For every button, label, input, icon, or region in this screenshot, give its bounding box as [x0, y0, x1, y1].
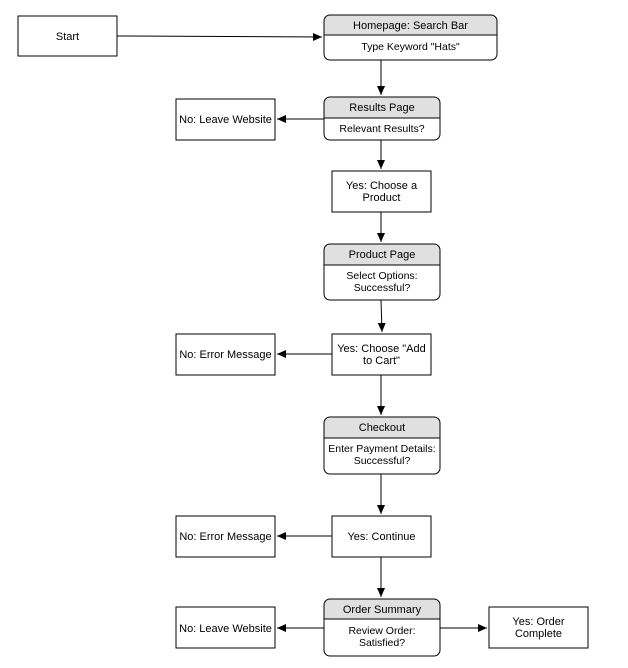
product-page-body1: Select Options: — [346, 270, 417, 282]
homepage-body: Type Keyword "Hats" — [361, 41, 460, 53]
product-page-body2: Successful? — [354, 282, 411, 294]
error-message-node-2: No: Error Message — [175, 515, 276, 558]
continue-label: Yes: Continue — [347, 531, 415, 543]
choose-product-node: Yes: Choose a Product — [331, 170, 432, 213]
product-page-node: Product Page Select Options: Successful? — [323, 243, 441, 301]
error-message-label-1: No: Error Message — [179, 349, 271, 361]
order-complete-line2: Complete — [515, 628, 562, 640]
results-body: Relevant Results? — [339, 123, 424, 135]
leave-website-label-1: No: Leave Website — [179, 114, 272, 126]
order-summary-node: Order Summary Review Order: Satisfied? — [323, 598, 441, 657]
order-summary-title: Order Summary — [343, 604, 422, 616]
homepage-title: Homepage: Search Bar — [353, 20, 468, 32]
add-to-cart-line2: to Cart" — [363, 355, 400, 367]
add-to-cart-line1: Yes: Choose "Add — [337, 343, 426, 355]
order-summary-body2: Satisfied? — [359, 637, 405, 649]
edge-start-homepage — [116, 32, 323, 41]
leave-website-node-2: No: Leave Website — [175, 606, 276, 649]
homepage-node: Homepage: Search Bar Type Keyword "Hats" — [323, 14, 498, 61]
error-message-node-1: No: Error Message — [175, 333, 276, 376]
order-complete-line1: Yes: Order — [512, 616, 565, 628]
checkout-node: Checkout Enter Payment Details: Successf… — [323, 416, 441, 475]
leave-website-node-1: No: Leave Website — [175, 98, 276, 141]
order-summary-body1: Review Order: — [348, 625, 415, 637]
continue-node: Yes: Continue — [331, 515, 432, 558]
checkout-body1: Enter Payment Details: — [328, 443, 435, 455]
results-title: Results Page — [349, 102, 414, 114]
order-complete-node: Yes: Order Complete — [488, 606, 589, 649]
product-page-title: Product Page — [349, 249, 416, 261]
start-node: Start — [17, 15, 118, 57]
add-to-cart-node: Yes: Choose "Add to Cart" — [331, 333, 432, 376]
checkout-body2: Successful? — [354, 455, 411, 467]
error-message-label-2: No: Error Message — [179, 531, 271, 543]
edge-product-page-add — [377, 299, 386, 333]
leave-website-label-2: No: Leave Website — [179, 623, 272, 635]
connectors — [116, 32, 487, 632]
choose-product-line1: Yes: Choose a — [346, 180, 418, 192]
start-label: Start — [56, 31, 79, 43]
checkout-title: Checkout — [359, 422, 405, 434]
results-node: Results Page Relevant Results? — [323, 96, 441, 141]
choose-product-line2: Product — [363, 192, 401, 204]
